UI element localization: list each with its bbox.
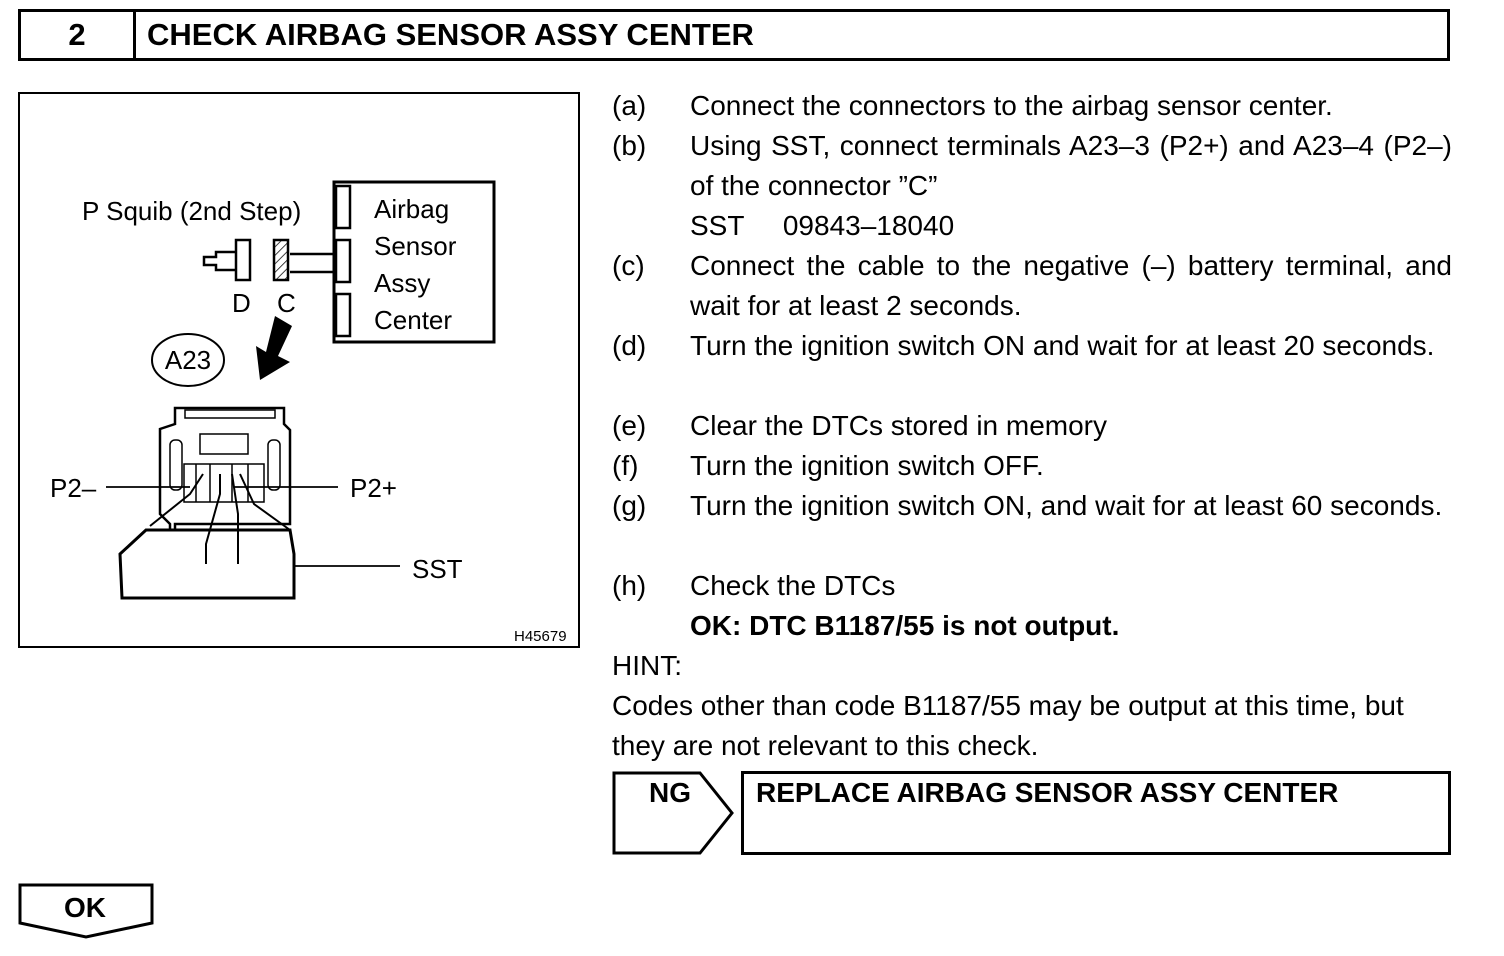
step-h: (h) Check the DTCs <box>612 566 1454 606</box>
step-label: (d) <box>612 330 647 361</box>
ok-tag-shape <box>18 883 154 939</box>
hint-title: HINT: <box>612 650 682 681</box>
connector-cavity-top <box>199 433 249 455</box>
sst-body <box>118 528 296 600</box>
p2-plus-label: P2+ <box>350 473 397 503</box>
ok-criteria-text: OK: DTC B1187/55 is not output. <box>690 610 1120 641</box>
step-c: (c) Connect the cable to the negative (–… <box>612 246 1454 326</box>
step-text: Turn the ignition switch OFF. <box>690 450 1044 481</box>
arrow-icon <box>256 316 292 380</box>
sst-label: SST <box>412 554 463 584</box>
connector-code-oval <box>151 333 225 387</box>
step-text: Turn the ignition switch ON and wait for… <box>690 330 1435 361</box>
step-label: (f) <box>612 450 639 481</box>
ng-action-text: REPLACE AIRBAG SENSOR ASSY CENTER <box>756 777 1339 808</box>
connector-lip <box>184 409 276 419</box>
ecu-box <box>332 180 496 344</box>
ecu-label-4: Center <box>374 305 452 335</box>
step-text: Using SST, connect terminals A23–3 (P2+)… <box>690 130 1452 201</box>
connector-body <box>158 406 292 532</box>
squib-plug <box>202 250 236 272</box>
connector-c <box>272 238 290 282</box>
step-text: Clear the DTCs stored in memory <box>690 410 1108 441</box>
step-text: Connect the cable to the negative (–) ba… <box>690 250 1452 321</box>
ecu-slot-2 <box>334 238 352 284</box>
step-a: (a) Connect the connectors to the airbag… <box>612 86 1454 126</box>
sst-wire-left <box>149 473 204 527</box>
ecu-label-3: Assy <box>374 268 430 298</box>
step-label: (e) <box>612 410 647 441</box>
sst-wire-center-left <box>205 474 221 564</box>
section-header: 2 CHECK AIRBAG SENSOR ASSY CENTER <box>18 9 1450 61</box>
connector-diagram: Airbag Sensor Assy Center P Squib (2nd S… <box>18 92 580 648</box>
step-label: (g) <box>612 490 647 521</box>
p2-minus-label: P2– <box>50 473 97 503</box>
ng-tag-shape <box>612 771 734 855</box>
step-text: Connect the connectors to the airbag sen… <box>690 90 1333 121</box>
step-d: (d) Turn the ignition switch ON and wait… <box>612 326 1454 406</box>
ok-label: OK <box>64 892 106 923</box>
terminal-c-label: C <box>277 288 296 318</box>
connector-diagram-svg: Airbag Sensor Assy Center P Squib (2nd S… <box>50 180 567 645</box>
hint-line-2: they are not relevant to this check. <box>612 730 1039 761</box>
connector-code-label: A23 <box>165 345 211 375</box>
ecu-label-2: Sensor <box>374 231 457 261</box>
step-number: 2 <box>21 12 136 58</box>
sst-part-number: SST 09843–18040 <box>690 210 955 241</box>
step-e: (e) Clear the DTCs stored in memory <box>612 406 1454 446</box>
sst-wire-right <box>239 473 291 531</box>
terminal-d-label: D <box>232 288 251 318</box>
step-text: Turn the ignition switch ON, and wait fo… <box>690 490 1443 521</box>
ecu-slot-3 <box>334 292 352 338</box>
step-label: (b) <box>612 130 647 161</box>
connector-latch-left <box>169 439 183 491</box>
section-title: CHECK AIRBAG SENSOR ASSY CENTER <box>147 17 754 52</box>
connector-cavity-mid <box>183 463 265 503</box>
connector-d <box>234 238 252 282</box>
step-label: (a) <box>612 90 647 121</box>
figure-id: H45679 <box>514 628 567 645</box>
ng-action-box <box>741 771 1451 855</box>
step-text: Check the DTCs <box>690 570 896 601</box>
step-label: (h) <box>612 570 647 601</box>
ecu-label-1: Airbag <box>374 194 449 224</box>
hint-line-1: Codes other than code B1187/55 may be ou… <box>612 690 1404 721</box>
step-b-sst: SST 09843–18040 <box>612 206 1454 246</box>
step-g: (g) Turn the ignition switch ON, and wai… <box>612 486 1454 566</box>
ng-label: NG <box>649 777 691 808</box>
squib-label: P Squib (2nd Step) <box>82 196 301 226</box>
ecu-slot-1 <box>334 184 352 230</box>
step-f: (f) Turn the ignition switch OFF. <box>612 446 1454 486</box>
step-label: (c) <box>612 250 645 281</box>
connector-latch-right <box>267 439 281 491</box>
step-b: (b) Using SST, connect terminals A23–3 (… <box>612 126 1454 206</box>
ok-criteria: OK: DTC B1187/55 is not output. <box>612 606 1454 646</box>
